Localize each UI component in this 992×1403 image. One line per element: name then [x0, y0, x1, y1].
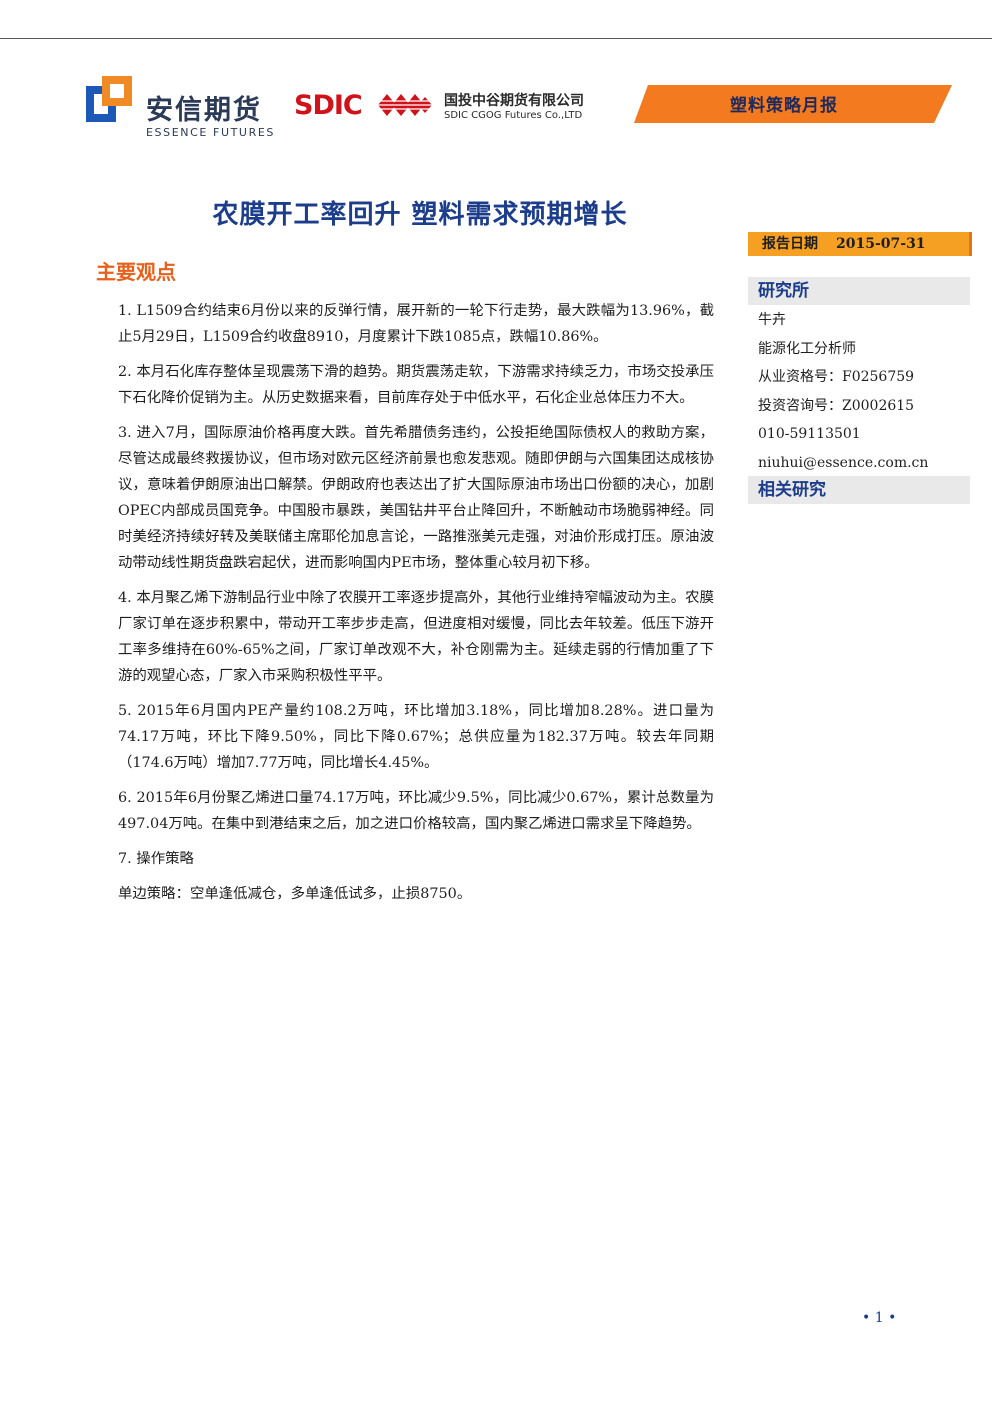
paragraph-4: 4. 本月聚乙烯下游制品行业中除了农膜开工率逐步提高外，其他行业维持窄幅波动为主…	[118, 590, 714, 684]
analyst-name: 牛卉	[758, 312, 786, 328]
sdic-name-en: SDIC CGOG Futures Co.,LTD	[444, 110, 583, 121]
report-date-value: 2015-07-31	[836, 236, 926, 252]
page-number: • 1 •	[862, 1310, 897, 1326]
essence-logo-mark-icon	[86, 76, 132, 122]
sdic-diamond-pattern-icon	[376, 94, 432, 116]
banner-shape	[634, 85, 952, 123]
analyst-phone: 010-59113501	[758, 426, 861, 442]
report-type-label: 塑料策略月报	[730, 96, 838, 116]
qualification-number: 从业资格号：F0256759	[758, 369, 915, 385]
related-research-heading: 相关研究	[748, 476, 970, 504]
main-points-heading: 主要观点	[96, 260, 176, 284]
sdic-wordmark: SDIC	[294, 90, 363, 121]
consulting-number: 投资咨询号：Z0002615	[758, 397, 915, 414]
top-rule	[0, 38, 992, 39]
sdic-name-cn: 国投中谷期货有限公司	[444, 93, 584, 109]
paragraph-1: 1. L1509合约结束6月份以来的反弹行情，展开新的一轮下行走势，最大跌幅为1…	[118, 303, 714, 345]
paragraph-2: 2. 本月石化库存整体呈现震荡下滑的趋势。期货震荡走软，下游需求持续乏力，市场交…	[118, 364, 714, 406]
paragraph-7-heading: 7. 操作策略	[118, 851, 194, 867]
essence-logo-en: ESSENCE FUTURES	[146, 126, 275, 139]
report-date-bar: 报告日期 2015-07-31	[748, 232, 972, 256]
paragraph-5: 5. 2015年6月国内PE产量约108.2万吨，环比增加3.18%，同比增加8…	[118, 703, 714, 771]
report-date-label: 报告日期	[762, 236, 818, 252]
analyst-title: 能源化工分析师	[758, 340, 856, 357]
sdic-logo: SDIC 国投中谷期货有限公司 SDIC CGOG Futures Co.,LT…	[294, 88, 624, 128]
paragraph-strategy: 单边策略：空单逢低减仓，多单逢低试多，止损8750。	[118, 886, 472, 902]
analyst-info: 牛卉 能源化工分析师 从业资格号：F0256759 投资咨询号：Z0002615…	[758, 306, 972, 477]
paragraph-6: 6. 2015年6月份聚乙烯进口量74.17万吨，环比减少9.5%，同比减少0.…	[118, 790, 714, 832]
institute-heading: 研究所	[748, 277, 970, 305]
report-type-banner: 塑料策略月报	[634, 85, 952, 123]
essence-futures-logo: 安信期货 ESSENCE FUTURES	[86, 76, 276, 142]
analyst-email[interactable]: niuhui@essence.com.cn	[758, 454, 929, 471]
essence-logo-cn: 安信期货	[146, 95, 262, 126]
paragraph-3: 3. 进入7月，国际原油价格再度大跌。首先希腊债务违约，公投拒绝国际债权人的救助…	[118, 425, 714, 571]
report-title: 农膜开工率回升 塑料需求预期增长	[212, 200, 628, 230]
main-points-body: 1. L1509合约结束6月份以来的反弹行情，展开新的一轮下行走势，最大跌幅为1…	[118, 298, 714, 916]
